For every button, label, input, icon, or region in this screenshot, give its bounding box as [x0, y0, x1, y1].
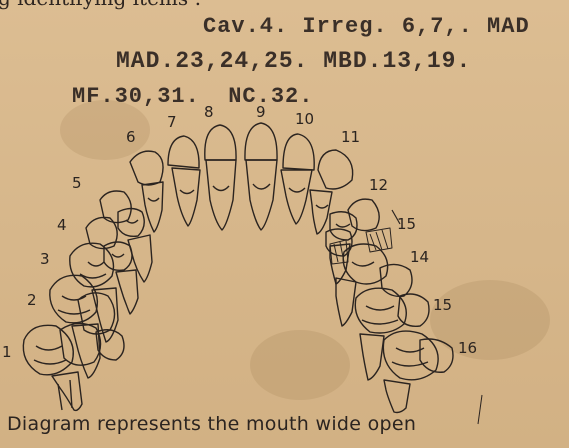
- pencil-mark: [478, 395, 482, 424]
- tooth-number-2: 2: [27, 291, 37, 309]
- tooth-number-3: 3: [40, 250, 50, 268]
- tooth-number-1: 1: [2, 343, 12, 361]
- tooth-13: [326, 229, 352, 284]
- tooth-12: [330, 199, 379, 240]
- tooth-11: [310, 150, 353, 234]
- tooth-number-7: 7: [167, 113, 177, 131]
- tooth-number-15a: 15: [397, 215, 416, 233]
- tooth-1: [23, 325, 82, 410]
- tooth-7: [168, 136, 200, 226]
- tooth-14: [336, 244, 388, 326]
- tooth-number-9: 9: [256, 103, 266, 121]
- tooth-number-11: 11: [341, 128, 360, 146]
- tooth-10: [281, 134, 314, 224]
- tooth-15: [355, 288, 406, 380]
- tooth-number-15b: 15: [433, 296, 452, 314]
- tooth-number-10: 10: [295, 110, 314, 128]
- tooth-9: [245, 123, 277, 230]
- tooth-number-5: 5: [72, 174, 82, 192]
- tooth-number-16: 16: [458, 339, 477, 357]
- tooth-number-12: 12: [369, 176, 388, 194]
- tooth-number-6: 6: [126, 128, 136, 146]
- tooth-number-14: 14: [410, 248, 429, 266]
- arch-outline-right: [380, 264, 453, 372]
- tooth-6: [130, 151, 163, 232]
- tooth-16: [383, 331, 438, 412]
- diagram-caption: Diagram represents the mouth wide open: [7, 413, 416, 435]
- tooth-number-4: 4: [57, 216, 67, 234]
- tooth-12-shading: [330, 240, 348, 264]
- tooth-number-8: 8: [204, 103, 214, 121]
- tooth-8: [205, 125, 236, 230]
